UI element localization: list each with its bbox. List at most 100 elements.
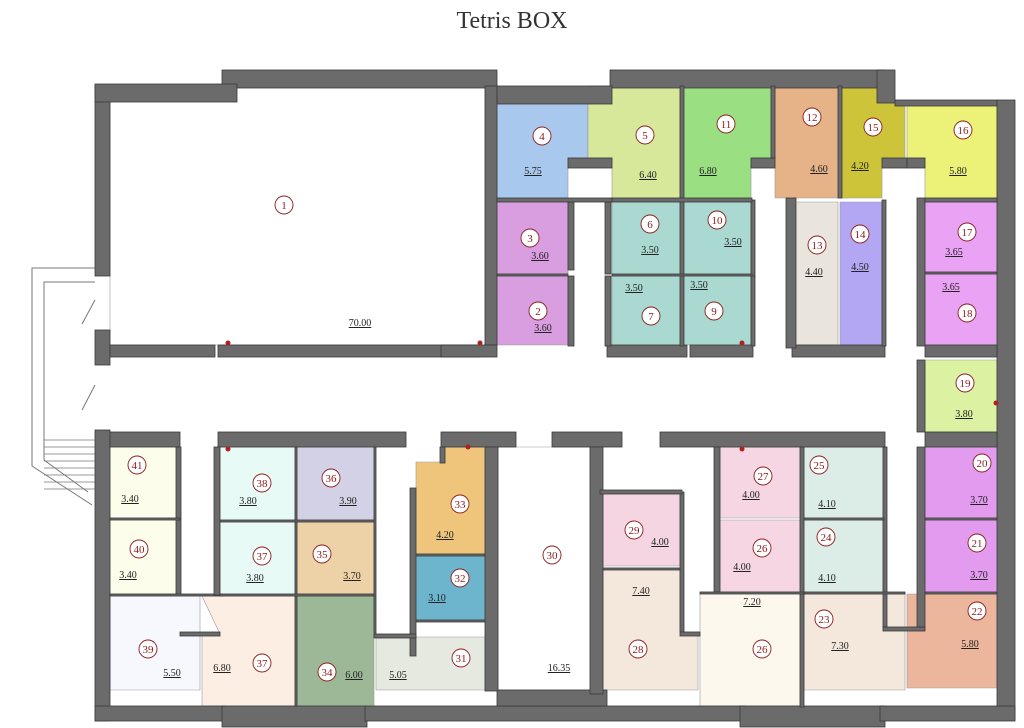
room-30 — [497, 446, 591, 691]
room-1 — [109, 85, 486, 346]
wall — [109, 593, 223, 597]
wall — [750, 199, 756, 278]
wall — [567, 157, 613, 169]
room-number: 6 — [647, 219, 653, 231]
wall — [924, 344, 998, 358]
rooms-layer — [109, 85, 998, 707]
outlet-marker — [225, 340, 231, 346]
room-area: 4.10 — [818, 499, 836, 510]
wall — [606, 344, 688, 358]
outlet-marker — [477, 340, 483, 346]
room-area: 3.50 — [690, 280, 708, 291]
wall — [881, 199, 887, 347]
room-area: 6.00 — [345, 670, 363, 681]
wall — [415, 619, 486, 623]
room-40 — [109, 519, 181, 595]
room-number: 11 — [721, 119, 732, 131]
room-area: 7.30 — [831, 641, 849, 652]
room-area: 4.00 — [651, 537, 669, 548]
room-number-badge — [850, 224, 870, 244]
wall — [94, 705, 226, 722]
wall — [679, 631, 701, 637]
wall — [294, 446, 298, 707]
room-number-badge — [957, 222, 977, 242]
outlet-marker — [739, 340, 745, 346]
room-11 — [681, 85, 772, 201]
wall — [750, 275, 756, 347]
room-number-badge — [752, 639, 772, 659]
room-area: 3.50 — [724, 237, 742, 248]
room-number-badge — [450, 568, 470, 588]
wall — [609, 69, 886, 89]
room-area: 3.80 — [239, 496, 257, 507]
room-number: 32 — [455, 573, 466, 585]
room-number-badge — [321, 468, 341, 488]
wall — [94, 83, 238, 103]
wall — [484, 85, 498, 346]
room-number: 12 — [807, 112, 818, 124]
wall — [496, 197, 613, 203]
outlet-marker — [739, 446, 745, 452]
room-number: 3 — [527, 233, 533, 245]
wall — [567, 275, 575, 347]
wall — [109, 517, 181, 521]
wall — [217, 431, 407, 448]
room-area: 4.20 — [851, 161, 869, 172]
room-number: 7 — [648, 311, 654, 323]
room-number-badge — [752, 538, 772, 558]
room-number: 23 — [819, 614, 831, 626]
wall — [373, 446, 377, 638]
wall — [881, 157, 908, 169]
labels-layer: 170.0023.6033.6045.7556.4063.5073.5093.5… — [119, 107, 992, 682]
room-26 — [699, 591, 801, 707]
wall — [604, 275, 612, 347]
wall — [604, 201, 612, 275]
wall — [785, 197, 797, 349]
room-number-badge — [863, 117, 883, 137]
room-area: 5.75 — [524, 166, 542, 177]
room-number: 19 — [960, 378, 972, 390]
room-number: 39 — [143, 644, 155, 656]
room-number-badge — [542, 545, 562, 565]
wall — [213, 446, 221, 596]
wall — [496, 85, 613, 105]
room-number-badge — [252, 653, 272, 673]
room-19 — [924, 359, 998, 433]
room-number: 37 — [257, 551, 269, 563]
room-area: 4.00 — [733, 562, 751, 573]
room-number-badge — [972, 453, 992, 473]
wall — [882, 626, 926, 632]
room-area: 4.20 — [436, 530, 454, 541]
outlet-marker — [993, 400, 999, 406]
room-number-badge — [628, 639, 648, 659]
wall — [439, 446, 446, 464]
wall — [713, 446, 721, 593]
room-area: 3.70 — [970, 495, 988, 506]
wall — [659, 431, 886, 448]
wall — [94, 429, 111, 722]
room-area: 7.40 — [632, 586, 650, 597]
room-34 — [296, 595, 375, 707]
room-number-badge — [520, 228, 540, 248]
room-number: 14 — [855, 229, 867, 241]
room-area: 3.60 — [534, 323, 552, 334]
wall — [221, 705, 368, 728]
room-number-badge — [704, 301, 724, 321]
room-area: 3.10 — [428, 593, 446, 604]
room-number-badge — [753, 466, 773, 486]
room-6 — [611, 201, 681, 275]
wall — [602, 567, 681, 571]
room-number-badge — [967, 601, 987, 621]
room-area: 5.05 — [389, 670, 407, 681]
room-area: 5.50 — [163, 668, 181, 679]
wall — [219, 519, 375, 523]
wall — [750, 157, 776, 169]
wall — [739, 705, 886, 728]
wall — [770, 85, 776, 159]
markers-layer — [225, 340, 999, 452]
door-swing — [81, 299, 96, 325]
room-37 — [201, 595, 296, 707]
room-number-badge — [532, 126, 552, 146]
room-number-badge — [809, 455, 829, 475]
room-number-badge — [635, 125, 655, 145]
